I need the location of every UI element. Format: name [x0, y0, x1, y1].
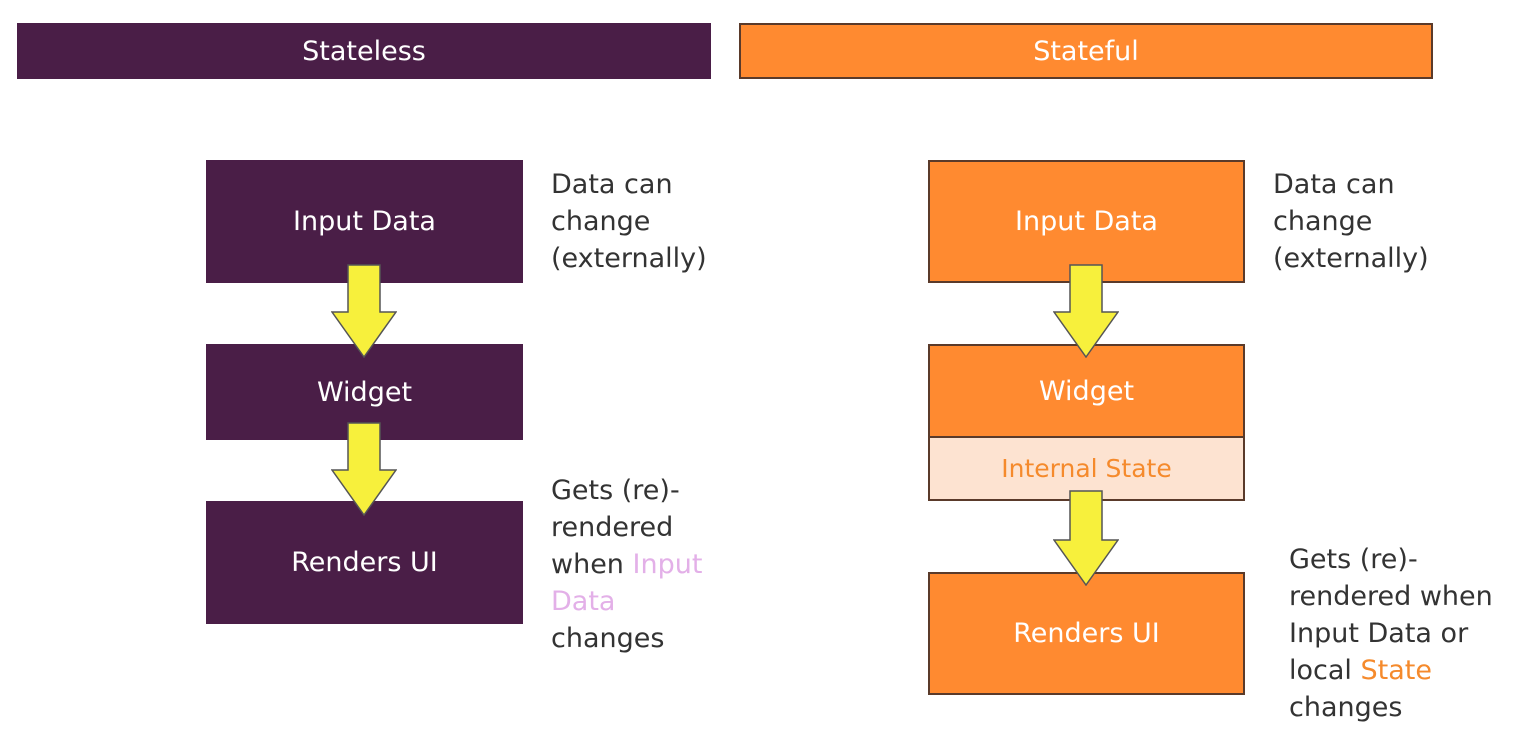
stateful-note-rerender: Gets (re)- rendered when Input Data or l… [1289, 541, 1493, 726]
stateful-header: Stateful [739, 23, 1433, 79]
down-arrow-icon [331, 264, 397, 358]
stateless-renders-ui-box: Renders UI [206, 501, 523, 624]
stateless-note-rerender-tail: changes [551, 623, 665, 654]
stateless-note-highlight: Input Data [551, 549, 703, 617]
stateful-input-data-box: Input Data [928, 160, 1245, 283]
stateless-note-rerender-text: Gets (re)- rendered when [551, 475, 680, 580]
stateless-note-data-change: Data can change (externally) [551, 169, 707, 274]
stateful-note-rerender-tail: changes [1289, 692, 1403, 723]
stateful-note-highlight: State [1360, 655, 1432, 686]
stateful-note-data-change: Data can change (externally) [1273, 169, 1429, 274]
stateful-widget-box: Widget [928, 344, 1245, 438]
down-arrow-icon [1053, 264, 1119, 358]
stateless-input-data-box: Input Data [206, 160, 523, 283]
down-arrow-icon [1053, 490, 1119, 586]
stateful-note-rerender-text: Gets (re)- rendered when Input Data or l… [1289, 544, 1493, 686]
stateless-note-rerender: Gets (re)- rendered when Input Data chan… [551, 472, 702, 657]
down-arrow-icon [331, 422, 397, 516]
stateful-renders-ui-box: Renders UI [928, 572, 1245, 695]
stateless-header: Stateless [17, 23, 711, 79]
